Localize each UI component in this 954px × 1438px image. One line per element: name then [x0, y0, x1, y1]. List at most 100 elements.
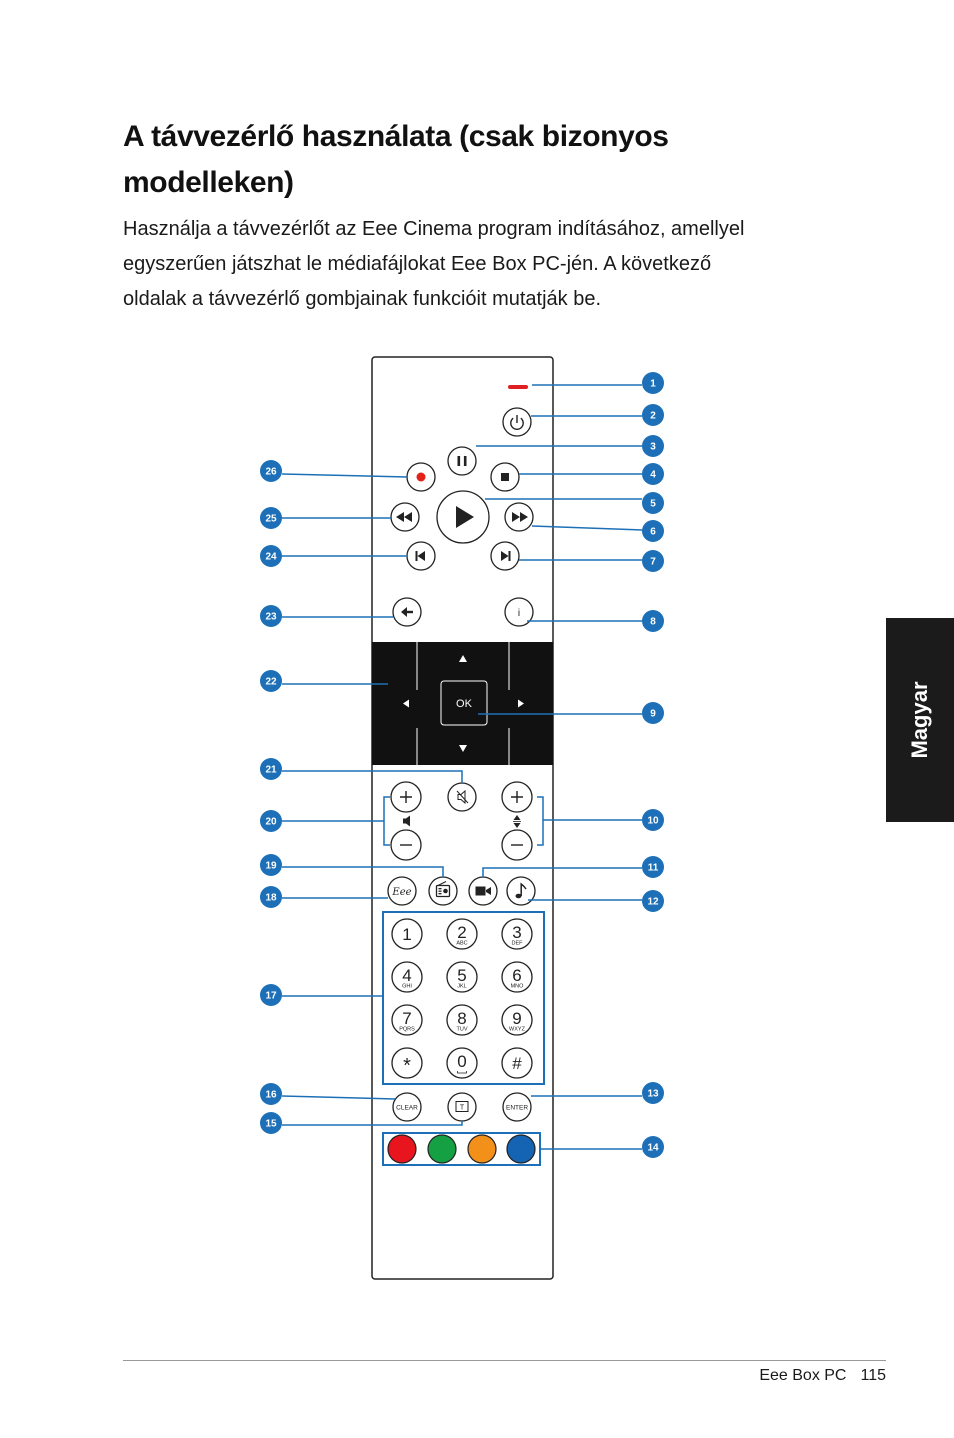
callout-number: 14: [647, 1143, 659, 1154]
next-track-button: [490, 541, 520, 571]
status-led: [508, 385, 528, 389]
eee-cinema-button: Eee: [387, 876, 417, 906]
callout-4: 4: [642, 463, 664, 485]
callout-number: 8: [650, 617, 656, 628]
key-2: 2 ABC: [446, 918, 478, 950]
callout-number: 9: [650, 709, 656, 720]
callout-2: 2: [642, 404, 664, 426]
callout-number: 4: [650, 470, 656, 481]
skip-forward-icon: [501, 551, 511, 561]
clear-label: CLEAR: [396, 1105, 418, 1112]
record-button: [406, 462, 436, 492]
channel-down-button: [501, 829, 533, 861]
callout-21: 21: [260, 758, 282, 780]
arrow-left-icon: [403, 699, 409, 708]
callout-18: 18: [260, 886, 282, 908]
key-8: 8 TUV: [446, 1004, 478, 1036]
intro-line-3: oldalak a távvezérlő gombjainak funkciói…: [123, 288, 602, 310]
key-letters: GHI: [402, 984, 412, 990]
page-title: A távvezérlő használata (csak bizonyos m…: [123, 114, 669, 206]
leader-line-21: [282, 770, 463, 783]
callout-number: 13: [647, 1089, 659, 1100]
key-digit: 5: [457, 966, 466, 985]
key-6: 6 MNO: [501, 961, 533, 993]
teletext-button: T: [447, 1092, 477, 1122]
volume-up-button: [390, 781, 422, 813]
play-button: [436, 490, 490, 544]
arrow-down-icon: [459, 745, 467, 752]
callout-23: 23: [260, 605, 282, 627]
callout-number: 26: [265, 467, 277, 478]
callout-12: 12: [642, 890, 664, 912]
keypad-highlight-box: [382, 911, 545, 1085]
callout-10: 10: [642, 809, 664, 831]
previous-track-button: [406, 541, 436, 571]
callout-13: 13: [642, 1082, 664, 1104]
leader-line-26: [281, 473, 409, 478]
intro-line-1: Használja a távvezérlőt az Eee Cinema pr…: [123, 218, 745, 240]
leader-line-20: [282, 796, 390, 846]
rewind-icon: [396, 512, 412, 522]
intro-line-2: egyszerűen játszhat le médiafájlokat Eee…: [123, 253, 712, 275]
key-9: 9 WXYZ: [501, 1004, 533, 1036]
callout-number: 10: [647, 816, 659, 827]
key-1: 1: [391, 918, 423, 950]
key-star: *: [391, 1047, 423, 1079]
callout-number: 7: [650, 557, 656, 568]
pause-icon: [457, 456, 467, 466]
music-note-icon: [515, 882, 527, 899]
key-digit: 9: [512, 1009, 521, 1028]
arrow-right-icon: [518, 699, 524, 708]
callout-number: 2: [650, 411, 656, 422]
blue-button: [506, 1134, 536, 1164]
key-letters: ABC: [456, 941, 467, 947]
radio-button: [428, 876, 458, 906]
leader-line-10: [537, 796, 642, 846]
leader-line-15: [282, 1121, 463, 1126]
mute-icon: [456, 789, 469, 805]
callout-17: 17: [260, 984, 282, 1006]
volume-down-button: [390, 829, 422, 861]
leader-lines: [281, 384, 643, 1150]
key-letters: TUV: [457, 1027, 468, 1033]
callout-20: 20: [260, 810, 282, 832]
key-digit: 3: [512, 923, 521, 942]
info-button: i: [504, 597, 534, 627]
footer-divider: [123, 1360, 886, 1361]
callout-15: 15: [260, 1112, 282, 1134]
fast-forward-button: [504, 502, 534, 532]
eee-logo-icon: Eee: [391, 887, 411, 898]
navigation-pad: OK: [372, 642, 553, 765]
callout-number: 19: [265, 861, 277, 872]
video-camera-icon: [475, 886, 491, 896]
page-title-line-1: A távvezérlő használata (csak bizonyos: [123, 120, 669, 153]
play-icon: [456, 506, 474, 528]
back-button: [392, 597, 422, 627]
volume-icon: [403, 815, 410, 827]
callout-number: 20: [265, 817, 277, 828]
callout-16: 16: [260, 1083, 282, 1105]
footer-product-name: Eee Box PC: [759, 1367, 847, 1384]
leader-line-6: [531, 525, 643, 531]
callout-25: 25: [260, 507, 282, 529]
callouts-right: 1 2 3 4 5 6 7 8 9 10 11 12 13 14: [642, 372, 664, 1158]
plus-icon: [511, 791, 523, 803]
key-4: 4 GHI: [391, 961, 423, 993]
callout-number: 6: [650, 527, 656, 538]
orange-button: [467, 1134, 497, 1164]
callout-19: 19: [260, 854, 282, 876]
rewind-button: [390, 502, 420, 532]
red-button: [387, 1134, 417, 1164]
callout-number: 18: [265, 893, 277, 904]
key-digit: *: [403, 1055, 411, 1077]
video-button: [468, 876, 498, 906]
callout-number: 16: [265, 1090, 277, 1101]
callout-26: 26: [260, 460, 282, 482]
stop-button: [490, 462, 520, 492]
language-side-tab: Magyar: [886, 618, 954, 822]
intro-paragraph: Használja a távvezérlőt az Eee Cinema pr…: [123, 212, 744, 317]
key-digit: 1: [402, 925, 411, 944]
ok-label: OK: [456, 698, 473, 710]
callouts-left: 26 25 24 23 22 21 20 19 18 17 16 15: [260, 460, 282, 1134]
